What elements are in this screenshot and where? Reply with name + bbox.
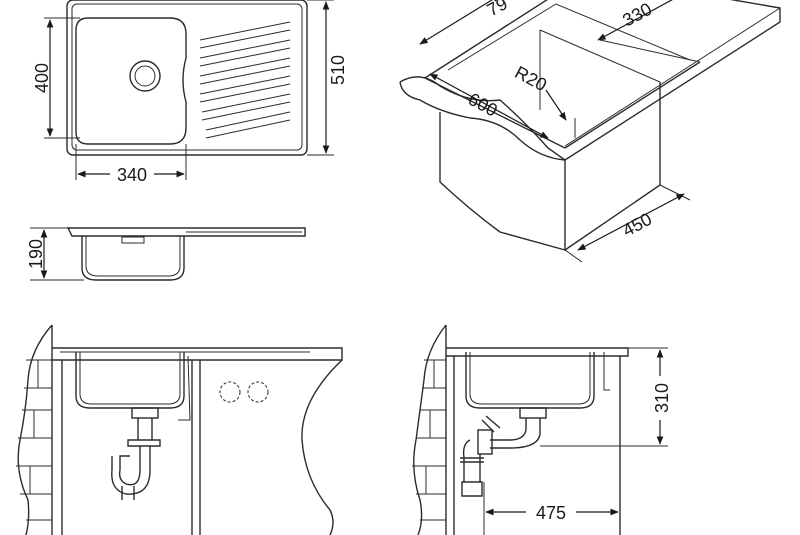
outlet-circle-1 <box>219 381 241 403</box>
install-side-view: 310 475 <box>412 324 672 535</box>
side-drain-trap <box>460 407 547 497</box>
drain-inner <box>134 65 156 87</box>
install-front-view <box>16 324 343 535</box>
overflow-slot <box>121 236 145 244</box>
bowl-section <box>81 236 185 281</box>
drain-outer <box>129 60 161 92</box>
dim-line-drainer-width <box>597 0 691 41</box>
dim-setback: 475 <box>536 503 566 523</box>
front-bowl <box>75 352 185 409</box>
dim-depth: 600 <box>465 89 501 121</box>
cabinet-front <box>439 112 566 251</box>
dim-bowl-depth: 400 <box>32 63 52 93</box>
brick-lines <box>16 359 52 521</box>
dim-line-cabinet <box>577 193 685 251</box>
side-section-view: 190 <box>26 227 306 281</box>
counter-top <box>52 347 343 361</box>
dim-height: 310 <box>652 383 672 413</box>
wall-left <box>17 324 53 535</box>
dim-overall-length: 79 <box>484 0 511 20</box>
isometric-view: 79 330 R20 600 450 <box>399 0 781 263</box>
sink-outline <box>66 0 308 156</box>
dim-overall-depth: 510 <box>328 55 348 85</box>
cutout-outline <box>424 0 701 149</box>
dim-corner-radius: R20 <box>512 62 551 95</box>
outlet-circle-2 <box>247 381 269 403</box>
dim-bowl-height: 190 <box>26 239 46 269</box>
counter-flange <box>66 227 306 237</box>
drain-trap <box>111 407 161 500</box>
dim-line-overall-length <box>419 0 501 45</box>
dim-line-depth <box>429 73 549 139</box>
bowl-outline <box>75 17 187 145</box>
side-brick-lines <box>412 359 446 521</box>
top-view: 400 510 340 <box>32 0 348 185</box>
dim-cabinet: 450 <box>619 209 655 241</box>
dim-line-corner-radius <box>545 89 567 121</box>
side-wall <box>413 324 447 535</box>
side-bowl <box>465 352 595 409</box>
dim-bowl-width: 340 <box>117 165 147 185</box>
drainer-ribs <box>199 21 291 139</box>
countertop <box>399 0 781 161</box>
sink-inner-rim <box>71 3 303 151</box>
